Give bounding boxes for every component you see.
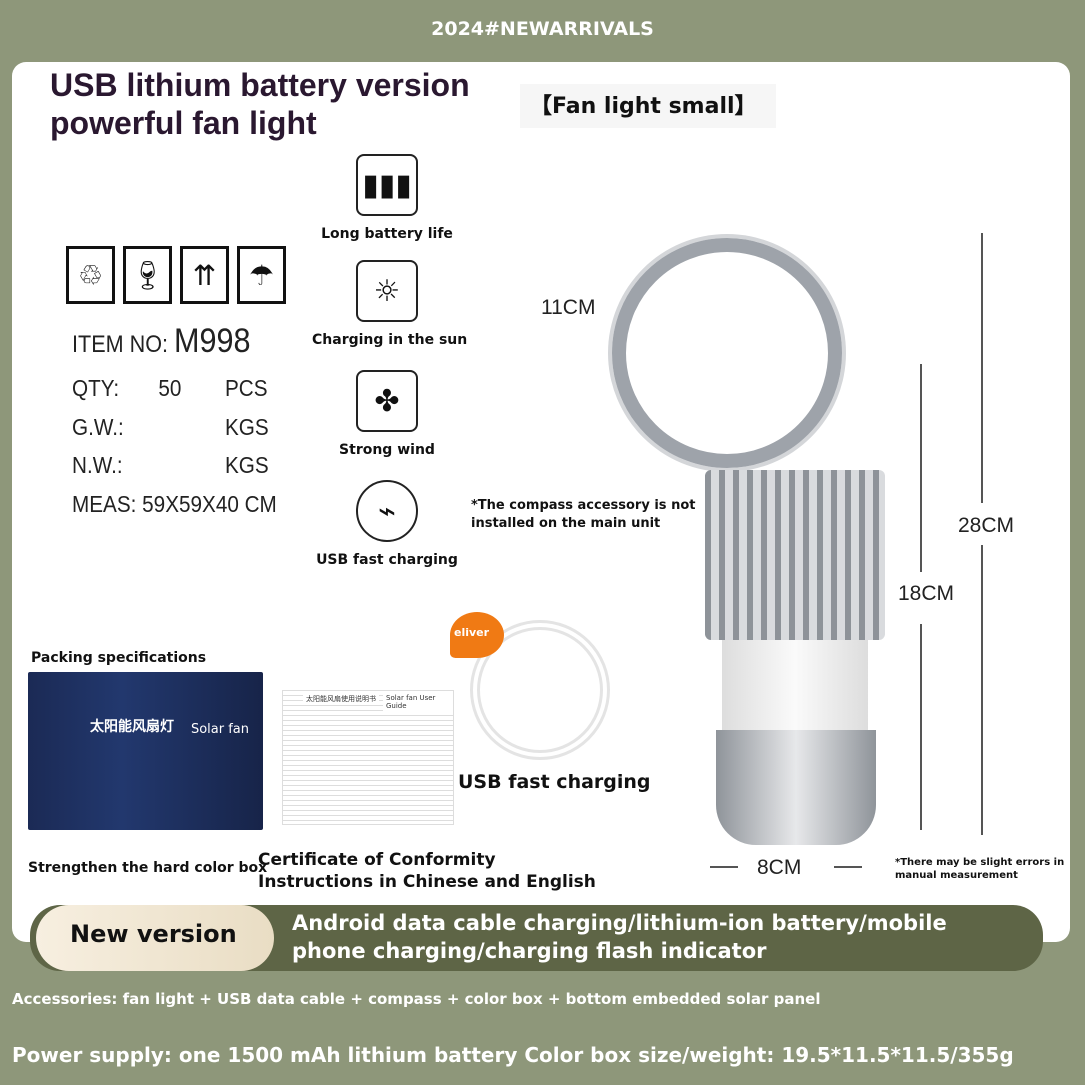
nw-unit: KGS bbox=[225, 452, 269, 478]
dim-total: 28CM bbox=[958, 514, 1015, 537]
title-line-2: powerful fan light bbox=[50, 105, 317, 141]
spec-nw: N.W.: KGS bbox=[72, 452, 269, 479]
dim-body: 18CM bbox=[898, 582, 955, 605]
qty-label: QTY: bbox=[72, 375, 120, 401]
meas-label: MEAS: bbox=[72, 491, 137, 517]
box-caption: Strengthen the hard color box bbox=[28, 860, 268, 876]
manual-title-cn: 太阳能风扇使用说明书 bbox=[303, 693, 379, 705]
fan-icon: ✤ bbox=[356, 370, 418, 432]
color-box-image: 太阳能风扇灯 Solar fan bbox=[28, 672, 263, 830]
dim-line bbox=[834, 866, 862, 868]
compass-note-2: installed on the main unit bbox=[471, 516, 661, 531]
feature-label: Long battery life bbox=[321, 226, 453, 242]
title-line-1: USB lithium battery version bbox=[50, 67, 470, 103]
spec-qty: QTY: 50 PCS bbox=[72, 375, 268, 402]
dim-line bbox=[920, 624, 922, 830]
feature-label: USB fast charging bbox=[316, 552, 458, 568]
manual-caption-2: Instructions in Chinese and English bbox=[258, 872, 596, 892]
gw-unit: KGS bbox=[225, 414, 269, 440]
error-note-1: *There may be slight errors in bbox=[895, 857, 1065, 868]
qty-value: 50 bbox=[158, 375, 182, 401]
manual-image: 太阳能风扇使用说明书 Solar fan User Guide bbox=[282, 690, 454, 825]
manual-caption: Certificate of Conformity Instructions i… bbox=[258, 849, 596, 893]
dim-fan: 11CM bbox=[541, 296, 596, 319]
item-value: M998 bbox=[174, 322, 251, 360]
manual-title-en: Solar fan User Guide bbox=[383, 693, 453, 711]
dim-line bbox=[710, 866, 738, 868]
spec-gw: G.W.: KGS bbox=[72, 414, 269, 441]
fragile-glass-icon: 🍷︎ bbox=[123, 246, 172, 304]
dim-width: 8CM bbox=[757, 856, 802, 879]
lantern-glass-image bbox=[722, 640, 868, 730]
banner-text-1: Android data cable charging/lithium-ion … bbox=[292, 911, 947, 935]
this-way-up-icon: ⇈ bbox=[180, 246, 229, 304]
lantern-base-image bbox=[716, 730, 876, 845]
compass-note: *The compass accessory is not installed … bbox=[471, 497, 695, 533]
usb-cable-image bbox=[470, 620, 610, 760]
new-version-pill: New version bbox=[36, 905, 274, 971]
box-text-cn: 太阳能风扇灯 bbox=[90, 719, 174, 735]
box-text-en: Solar fan bbox=[190, 722, 249, 737]
battery-icon: ▮▮▮ bbox=[356, 154, 418, 216]
accessories-text: Accessories: fan light + USB data cable … bbox=[12, 990, 821, 1008]
gw-label: G.W.: bbox=[72, 414, 124, 440]
deliver-badge: eliver bbox=[450, 612, 504, 658]
feature-solar: ☼ Charging in the sun bbox=[312, 260, 468, 348]
keep-dry-umbrella-icon: ☂ bbox=[237, 246, 286, 304]
new-arrivals-tag: 2024#NEWARRIVALS bbox=[431, 18, 654, 40]
manual-caption-1: Certificate of Conformity bbox=[258, 850, 496, 870]
spec-meas: MEAS: 59X59X40 CM bbox=[72, 491, 277, 518]
banner-text-2: phone charging/charging flash indicator bbox=[292, 939, 767, 963]
lantern-body-image bbox=[705, 470, 885, 640]
qty-unit: PCS bbox=[225, 375, 268, 401]
spec-item: ITEM NO: M998 bbox=[72, 322, 251, 361]
error-note-2: manual measurement bbox=[895, 870, 1018, 881]
product-title: USB lithium battery version powerful fan… bbox=[50, 66, 470, 142]
banner-text: Android data cable charging/lithium-ion … bbox=[292, 909, 947, 965]
dim-line bbox=[920, 364, 922, 572]
error-note: *There may be slight errors in manual me… bbox=[895, 856, 1064, 882]
packing-label: Packing specifications bbox=[31, 650, 207, 666]
power-supply-text: Power supply: one 1500 mAh lithium batte… bbox=[12, 1043, 1014, 1067]
item-label: ITEM NO: bbox=[72, 331, 169, 358]
meas-value: 59X59X40 CM bbox=[142, 491, 277, 517]
dim-line bbox=[981, 233, 983, 503]
feature-label: Charging in the sun bbox=[312, 332, 468, 348]
recycle-icon: ♲ bbox=[66, 246, 115, 304]
nw-label: N.W.: bbox=[72, 452, 123, 478]
cable-caption: USB fast charging bbox=[458, 771, 651, 793]
feature-label: Strong wind bbox=[339, 442, 435, 458]
feature-wind: ✤ Strong wind bbox=[312, 370, 462, 458]
packing-symbols: ♲ 🍷︎ ⇈ ☂ bbox=[66, 246, 286, 304]
dim-line bbox=[981, 545, 983, 835]
fan-head-image bbox=[612, 238, 842, 468]
compass-note-1: *The compass accessory is not bbox=[471, 498, 696, 513]
usb-cable-icon: ⌁ bbox=[356, 480, 418, 542]
feature-usb: ⌁ USB fast charging bbox=[312, 480, 462, 568]
sun-charging-icon: ☼ bbox=[356, 260, 418, 322]
product-subtitle: 【Fan light small】 bbox=[520, 84, 776, 128]
feature-battery: ▮▮▮ Long battery life bbox=[312, 154, 462, 242]
